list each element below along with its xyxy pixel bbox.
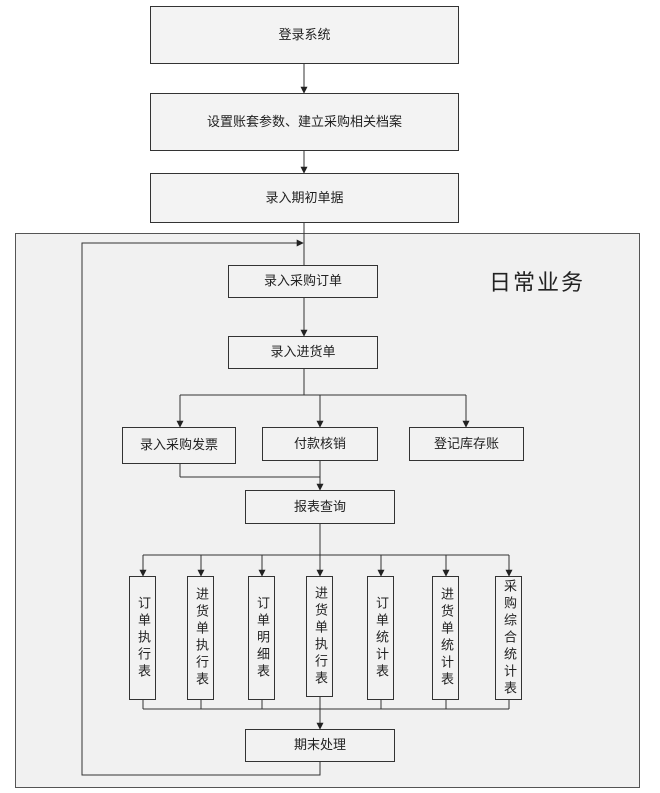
report-5: 订单统计表: [367, 576, 394, 700]
report-7: 采购综合统计表: [495, 576, 522, 700]
region-title: 日常业务: [489, 271, 586, 296]
report-3: 订单明细表: [248, 576, 275, 700]
node-login: 登录系统: [150, 6, 459, 64]
node-payment: 付款核销: [262, 427, 378, 461]
report-1: 订单执行表: [129, 576, 156, 700]
node-opening: 录入期初单据: [150, 173, 459, 223]
report-2: 进货单执行表: [187, 576, 214, 700]
loop-back-line: [81, 239, 321, 776]
report-4: 进货单执行表: [306, 576, 333, 697]
node-setup: 设置账套参数、建立采购相关档案: [150, 93, 459, 151]
report-6: 进货单统计表: [432, 576, 459, 700]
node-period-end: 期末处理: [245, 729, 395, 762]
node-receipt: 录入进货单: [228, 336, 378, 369]
node-ledger: 登记库存账: [409, 427, 524, 461]
node-purchase-order: 录入采购订单: [228, 265, 378, 298]
node-invoice: 录入采购发票: [122, 427, 236, 464]
node-report-query: 报表查询: [245, 490, 395, 524]
